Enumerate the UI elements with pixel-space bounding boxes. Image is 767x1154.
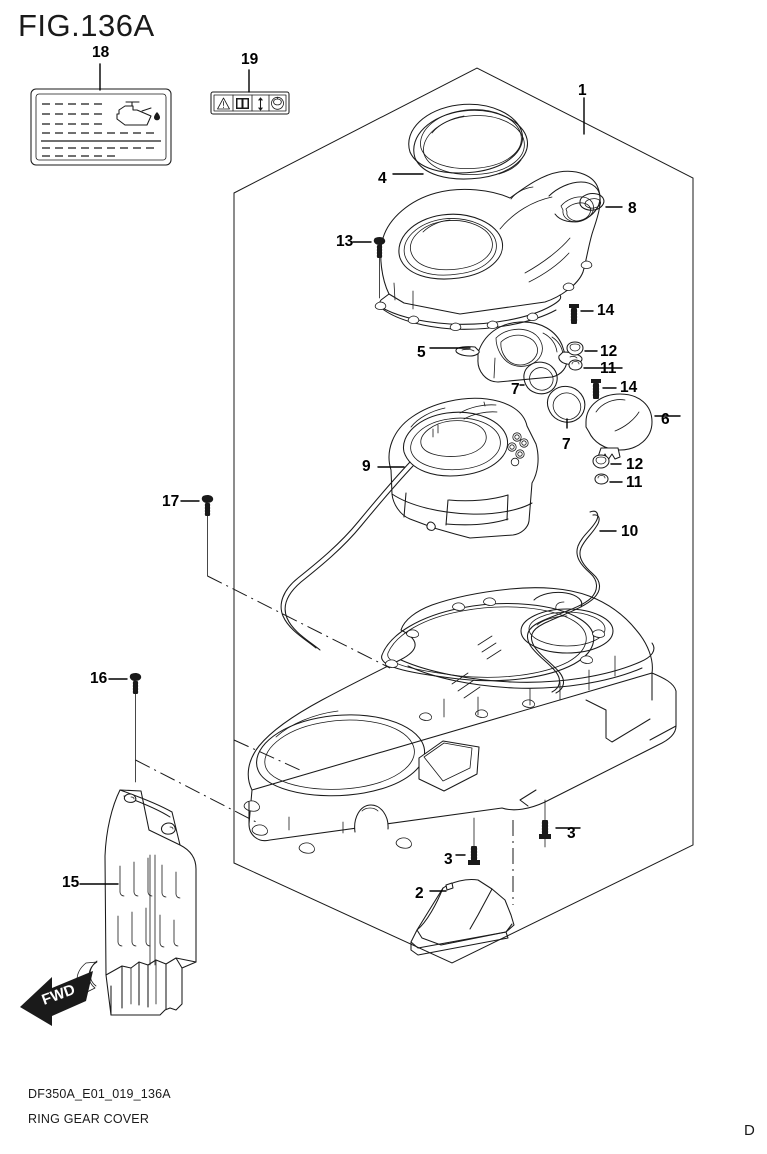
bolt-right <box>539 799 581 848</box>
nut-lower <box>592 454 622 469</box>
screw-17 <box>180 494 391 669</box>
callout-11b: 11 <box>626 474 643 491</box>
manual-book-icon <box>236 98 249 109</box>
footer-code: DF350A_E01_019_136A <box>28 1087 171 1101</box>
outer-assembly-frame <box>233 67 694 964</box>
callout-13: 13 <box>336 233 354 250</box>
lower-bracket <box>410 878 515 956</box>
o-ring-lower <box>546 385 586 429</box>
oil-can-icon <box>116 101 160 126</box>
callout-9: 9 <box>362 458 371 475</box>
callout-10: 10 <box>621 523 639 540</box>
middle-cover <box>377 397 539 539</box>
callout-15: 15 <box>62 874 80 891</box>
screw-13 <box>352 236 386 299</box>
bolt-14-upper <box>569 304 594 324</box>
nut-upper <box>566 341 598 356</box>
callout-5: 5 <box>417 344 426 361</box>
center-lines <box>233 739 514 905</box>
bolt-bottom <box>455 817 480 865</box>
callout-12b: 12 <box>626 456 644 473</box>
up-down-arrow-icon <box>257 97 264 111</box>
thumb-detail <box>76 960 98 994</box>
washer-lower <box>594 473 623 485</box>
warning-triangle-icon <box>217 97 230 110</box>
callout-19: 19 <box>241 51 259 68</box>
vented-duct-panel <box>79 789 197 1016</box>
callout-4: 4 <box>378 170 387 187</box>
grommet-right <box>579 193 623 211</box>
callout-11a: 11 <box>600 360 617 377</box>
upper-cover <box>374 170 601 331</box>
o-ring-upper <box>519 361 558 395</box>
callout-7b: 7 <box>562 436 571 453</box>
upper-seal-ring <box>392 103 528 180</box>
lower-main-cover <box>243 587 677 854</box>
gauge-icon <box>271 96 284 110</box>
fwd-arrow: FWD <box>20 971 93 1026</box>
callout-12a: 12 <box>600 343 618 360</box>
callout-14b: 14 <box>620 379 638 396</box>
bolt-14-lower <box>591 379 617 399</box>
breather-hose <box>280 461 617 694</box>
caution-label <box>30 63 172 166</box>
callout-18: 18 <box>92 44 110 61</box>
washer-upper <box>568 359 623 371</box>
screw-16 <box>108 672 259 824</box>
callout-17: 17 <box>162 493 180 510</box>
callout-3b: 3 <box>444 851 453 868</box>
callout-2: 2 <box>415 885 424 902</box>
intake-duct <box>429 321 583 383</box>
callout-8: 8 <box>628 200 637 217</box>
callout-3a: 3 <box>567 825 576 842</box>
warning-decal <box>210 69 290 115</box>
footer-title: RING GEAR COVER <box>28 1112 150 1126</box>
callout-16: 16 <box>90 670 108 687</box>
callout-6: 6 <box>661 411 670 428</box>
page-title: FIG.136A <box>18 8 155 43</box>
callout-14a: 14 <box>597 302 615 319</box>
page-mark: D <box>744 1122 755 1139</box>
callout-7a: 7 <box>511 381 520 398</box>
callout-1: 1 <box>578 82 587 99</box>
